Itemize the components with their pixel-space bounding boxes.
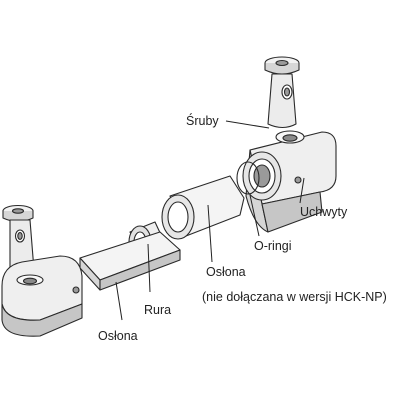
leader-screws [225, 120, 270, 129]
label-screws: Śruby [186, 113, 219, 128]
label-o-rings: O-ringi [254, 239, 292, 253]
screw-left [2, 204, 35, 274]
leader-cover-top [207, 204, 213, 263]
o-ring [236, 161, 260, 195]
holder-left [1, 255, 83, 337]
leader-holders [299, 177, 305, 204]
label-cover-top-note: (nie dołączana w wersji HCK-NP) [202, 290, 387, 304]
cover-middle [161, 175, 245, 240]
leader-cover-bottom [115, 281, 123, 321]
leader-tube [147, 243, 151, 293]
label-cover-bottom: Osłona [98, 329, 138, 343]
screw-right [264, 56, 300, 129]
label-cover-top: Osłona [206, 265, 246, 279]
label-holders: Uchwyty [300, 205, 348, 219]
cover-channel [79, 231, 181, 291]
label-tube: Rura [144, 303, 171, 317]
leader-o-rings [249, 194, 260, 237]
